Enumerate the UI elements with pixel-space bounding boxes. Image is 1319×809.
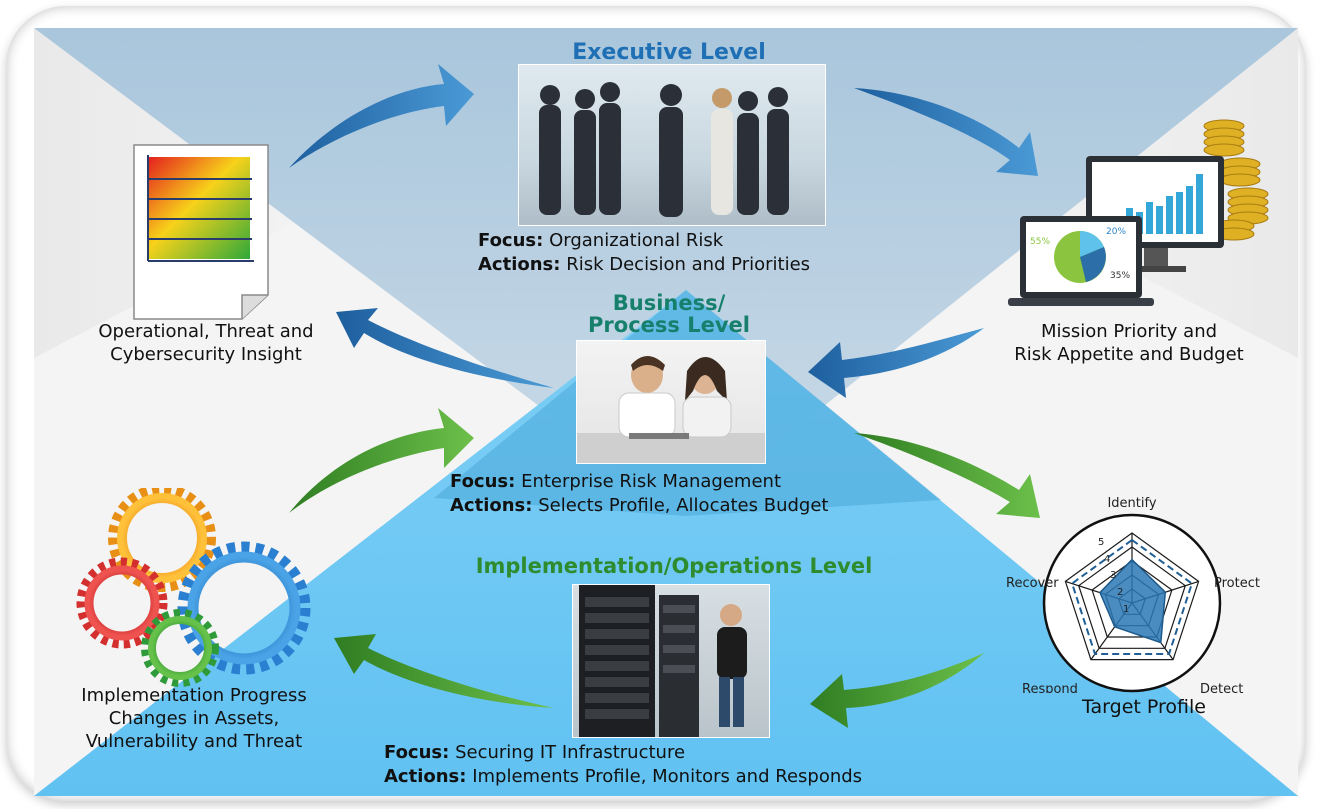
gears-illustration xyxy=(76,488,311,687)
radar-current-area xyxy=(1099,558,1167,644)
mission-line-1: Mission Priority and xyxy=(1040,321,1218,342)
mission-caption: Mission Priority and Risk Appetite and B… xyxy=(994,320,1264,366)
business-title-line-2: Process Level xyxy=(588,313,750,337)
rounded-frame: Executive Level xyxy=(6,6,1306,801)
green-gear-icon xyxy=(141,609,219,687)
pie-label-20: 20% xyxy=(1106,227,1126,237)
budget-monitors-illustration: 55% 20% 35% xyxy=(1008,119,1269,306)
arrow-business-to-target xyxy=(854,433,1040,518)
executive-level-title: Executive Level xyxy=(572,40,766,65)
radar-scale-1: 1 xyxy=(1123,604,1129,615)
business-title-line-1: Business/ xyxy=(612,291,726,315)
executive-focus-line: Focus: Organizational Risk xyxy=(478,229,898,252)
executive-focus-label: Focus: xyxy=(478,230,544,251)
radar-grid-ring-3 xyxy=(1091,560,1173,638)
red-gear-icon xyxy=(76,557,168,649)
radar-axis-identify: Identify xyxy=(1107,496,1156,511)
implementation-actions-line: Actions: Implements Profile, Monitors an… xyxy=(384,765,944,788)
business-workers-illustration xyxy=(577,356,765,463)
radar-scale-5: 5 xyxy=(1098,537,1104,548)
radar-axis-recover: Recover xyxy=(1006,576,1059,591)
radar-grid-ring-5 xyxy=(1064,532,1200,661)
implementation-actions-label: Actions: xyxy=(384,766,467,787)
pie-label-55: 55% xyxy=(1030,237,1050,247)
business-level-title: Business/ Process Level xyxy=(504,292,834,336)
insight-caption: Operational, Threat and Cybersecurity In… xyxy=(56,320,356,366)
arrow-business-to-insight xyxy=(336,308,554,388)
arrow-executive-to-mission xyxy=(854,88,1038,176)
business-actions-label: Actions: xyxy=(450,495,533,516)
implementation-focus-label: Focus: xyxy=(384,742,450,763)
executive-actions-value: Risk Decision and Priorities xyxy=(566,254,811,275)
radar-axis-respond: Respond xyxy=(1022,682,1078,693)
radar-grid-ring-4 xyxy=(1077,546,1187,649)
executive-people-illustration xyxy=(539,82,789,217)
insight-line-1: Operational, Threat and xyxy=(98,321,314,342)
implementation-focus-value: Securing IT Infrastructure xyxy=(455,742,686,763)
radar-scale-2: 2 xyxy=(1117,587,1123,598)
radar-axis-protect: Protect xyxy=(1214,576,1260,591)
implementation-level-title: Implementation/Operations Level xyxy=(475,554,873,578)
pie-label-35: 35% xyxy=(1110,271,1130,281)
implementation-focus-line: Focus: Securing IT Infrastructure xyxy=(384,741,824,764)
progress-line-3: Vulnerability and Threat xyxy=(85,731,303,752)
business-actions-line: Actions: Selects Profile, Allocates Budg… xyxy=(450,494,930,517)
implementation-actions-value: Implements Profile, Monitors and Respond… xyxy=(472,766,863,787)
progress-line-1: Implementation Progress xyxy=(81,685,307,706)
business-actions-value: Selects Profile, Allocates Budget xyxy=(538,495,829,516)
business-focus-label: Focus: xyxy=(450,471,516,492)
diagram-area: Executive Level xyxy=(34,28,1298,796)
business-office-photo xyxy=(576,340,766,464)
flow-arrows xyxy=(289,64,1040,728)
radar-scale-3: 3 xyxy=(1110,570,1116,581)
progress-line-2: Changes in Assets, xyxy=(108,708,280,729)
target-profile-radar: Identify Protect Detect Respond Recover … xyxy=(1006,496,1260,693)
arrow-target-to-implementation xyxy=(810,653,984,728)
executive-meeting-photo xyxy=(518,64,826,226)
implementation-server-room-photo xyxy=(572,584,770,738)
operations-triangle xyxy=(34,290,1298,796)
executive-actions-line: Actions: Risk Decision and Priorities xyxy=(478,253,918,276)
radar-axis-detect: Detect xyxy=(1200,682,1243,693)
business-focus-line: Focus: Enterprise Risk Management xyxy=(450,470,910,493)
mission-line-2: Risk Appetite and Budget xyxy=(1014,344,1244,365)
arrow-mission-to-business xyxy=(808,328,984,398)
arrow-progress-to-business xyxy=(289,408,474,513)
risk-heatmap-document xyxy=(133,144,269,320)
executive-focus-value: Organizational Risk xyxy=(549,230,724,251)
progress-caption: Implementation Progress Changes in Asset… xyxy=(44,684,344,753)
insight-line-2: Cybersecurity Insight xyxy=(110,344,302,365)
target-profile-caption: Target Profile xyxy=(1082,696,1206,718)
executive-band xyxy=(34,28,1298,516)
arrow-insight-to-executive xyxy=(289,64,474,168)
business-focus-value: Enterprise Risk Management xyxy=(521,471,781,492)
radar-scale-4: 4 xyxy=(1104,554,1110,565)
arrow-implementation-to-progress xyxy=(334,634,554,708)
blue-gear-icon xyxy=(177,541,311,675)
executive-actions-label: Actions: xyxy=(478,254,561,275)
radar-target-line xyxy=(1070,538,1194,655)
server-racks-illustration xyxy=(579,585,747,737)
